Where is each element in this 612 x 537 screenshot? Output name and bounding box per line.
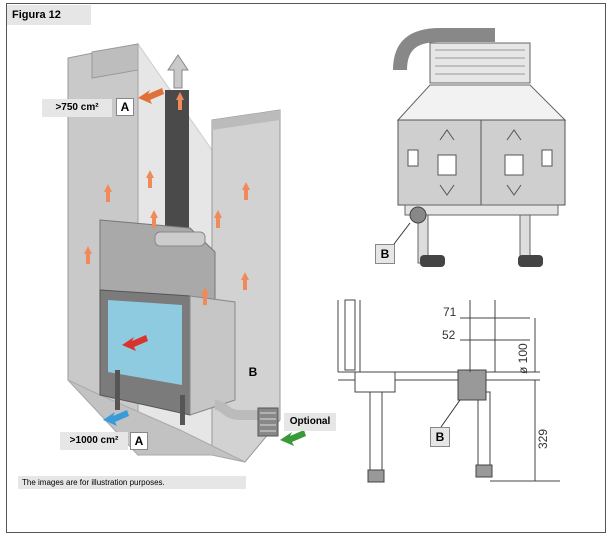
dimension-diameter-100: ø 100 <box>516 343 530 374</box>
inlet-arrow-upper <box>138 88 164 104</box>
dimension-329: 329 <box>536 429 550 449</box>
outlet-arrow-firebox <box>122 335 148 351</box>
inlet-arrow-optional <box>280 430 306 446</box>
figure-frame <box>6 3 606 533</box>
lower-vent-letter: A <box>130 432 148 450</box>
letter-b-front-view: B <box>375 244 395 264</box>
dimension-52: 52 <box>442 328 456 342</box>
lower-vent-area-label: >1000 cm² <box>60 432 128 450</box>
section-view-drawing <box>337 299 560 483</box>
dimension-71: 71 <box>443 305 457 319</box>
illustration-note: The images are for illustration purposes… <box>18 476 246 489</box>
letter-b-section-view: B <box>430 427 450 447</box>
convection-arrows <box>84 92 250 305</box>
figure-label: Figura 12 <box>7 5 91 25</box>
optional-label: Optional <box>284 413 336 431</box>
front-view-drawing <box>393 28 567 267</box>
inlet-arrow-lower <box>103 410 129 426</box>
upper-vent-area-label: >750 cm² <box>42 99 112 117</box>
letter-b-left: B <box>248 365 258 379</box>
upper-vent-letter: A <box>116 98 134 116</box>
